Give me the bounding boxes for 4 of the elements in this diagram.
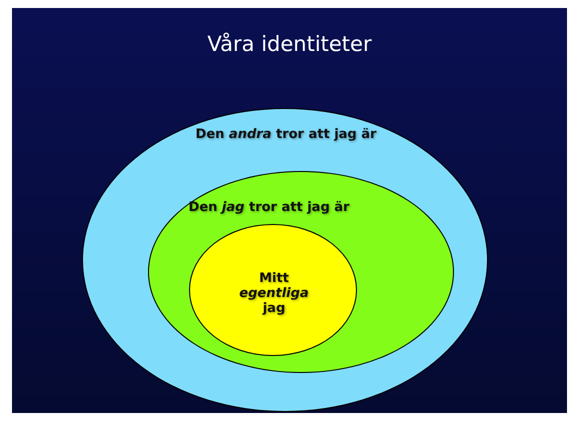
title: Våra identiteter — [206, 32, 373, 56]
ellipse-label: Den jag tror att jag är — [188, 200, 350, 215]
ellipse-label: Den andra tror att jag är — [194, 127, 378, 142]
ellipse-label: Mitt egentliga jag — [238, 271, 310, 316]
